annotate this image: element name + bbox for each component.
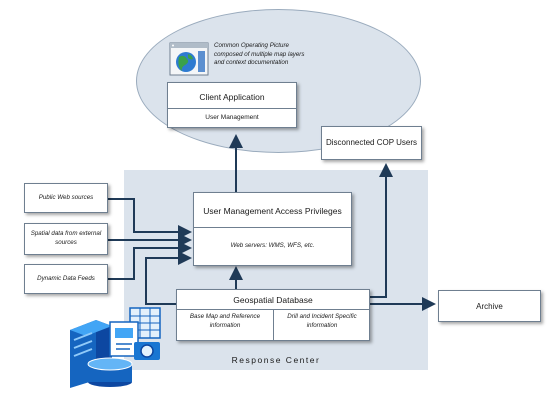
- disconnected-users-title: Disconnected COP Users: [326, 138, 417, 147]
- connector-db-to-um: [145, 251, 192, 305]
- source-public-web-label: Public Web sources: [38, 194, 94, 201]
- geospatial-database-right: Drill and Incident Specific information: [287, 313, 357, 329]
- source-spatial-data: Spatial data from external sources: [24, 223, 108, 255]
- disconnected-users-box: Disconnected COP Users: [321, 126, 422, 160]
- geospatial-database-column-divider: [273, 309, 274, 340]
- user-management-title: User Management Access Privileges: [203, 206, 342, 216]
- client-application-sub: User Management: [205, 114, 259, 121]
- geospatial-database-box: Geospatial Database Base Map and Referen…: [176, 289, 370, 341]
- server-database-icon: [60, 300, 170, 390]
- source-spatial-data-label: Spatial data from external sources: [30, 230, 102, 246]
- user-management-box: User Management Access Privileges Web se…: [193, 192, 352, 266]
- client-application-divider: [168, 108, 296, 109]
- connector-public-web: [108, 198, 192, 239]
- source-public-web: Public Web sources: [24, 183, 108, 213]
- geospatial-database-left: Base Map and Reference information: [189, 313, 261, 329]
- source-dynamic-feeds-label: Dynamic Data Feeds: [37, 275, 95, 282]
- geospatial-database-title: Geospatial Database: [233, 295, 313, 305]
- connector-db-to-disconnected: [370, 163, 393, 298]
- archive-title: Archive: [476, 302, 503, 311]
- archive-box: Archive: [438, 290, 541, 322]
- response-center-label: Response Center: [231, 355, 321, 365]
- connector-dynamic-feeds: [108, 241, 192, 280]
- user-management-sub: Web servers: WMS, WFS, etc.: [230, 242, 315, 249]
- cop-description: Common Operating Picture composed of mul…: [214, 42, 305, 66]
- source-dynamic-feeds: Dynamic Data Feeds: [24, 264, 108, 294]
- client-application-title: Client Application: [199, 92, 265, 102]
- client-application-box: Client Application User Management: [167, 82, 297, 128]
- map-globe-window-icon: [169, 42, 209, 76]
- user-management-divider: [194, 227, 351, 228]
